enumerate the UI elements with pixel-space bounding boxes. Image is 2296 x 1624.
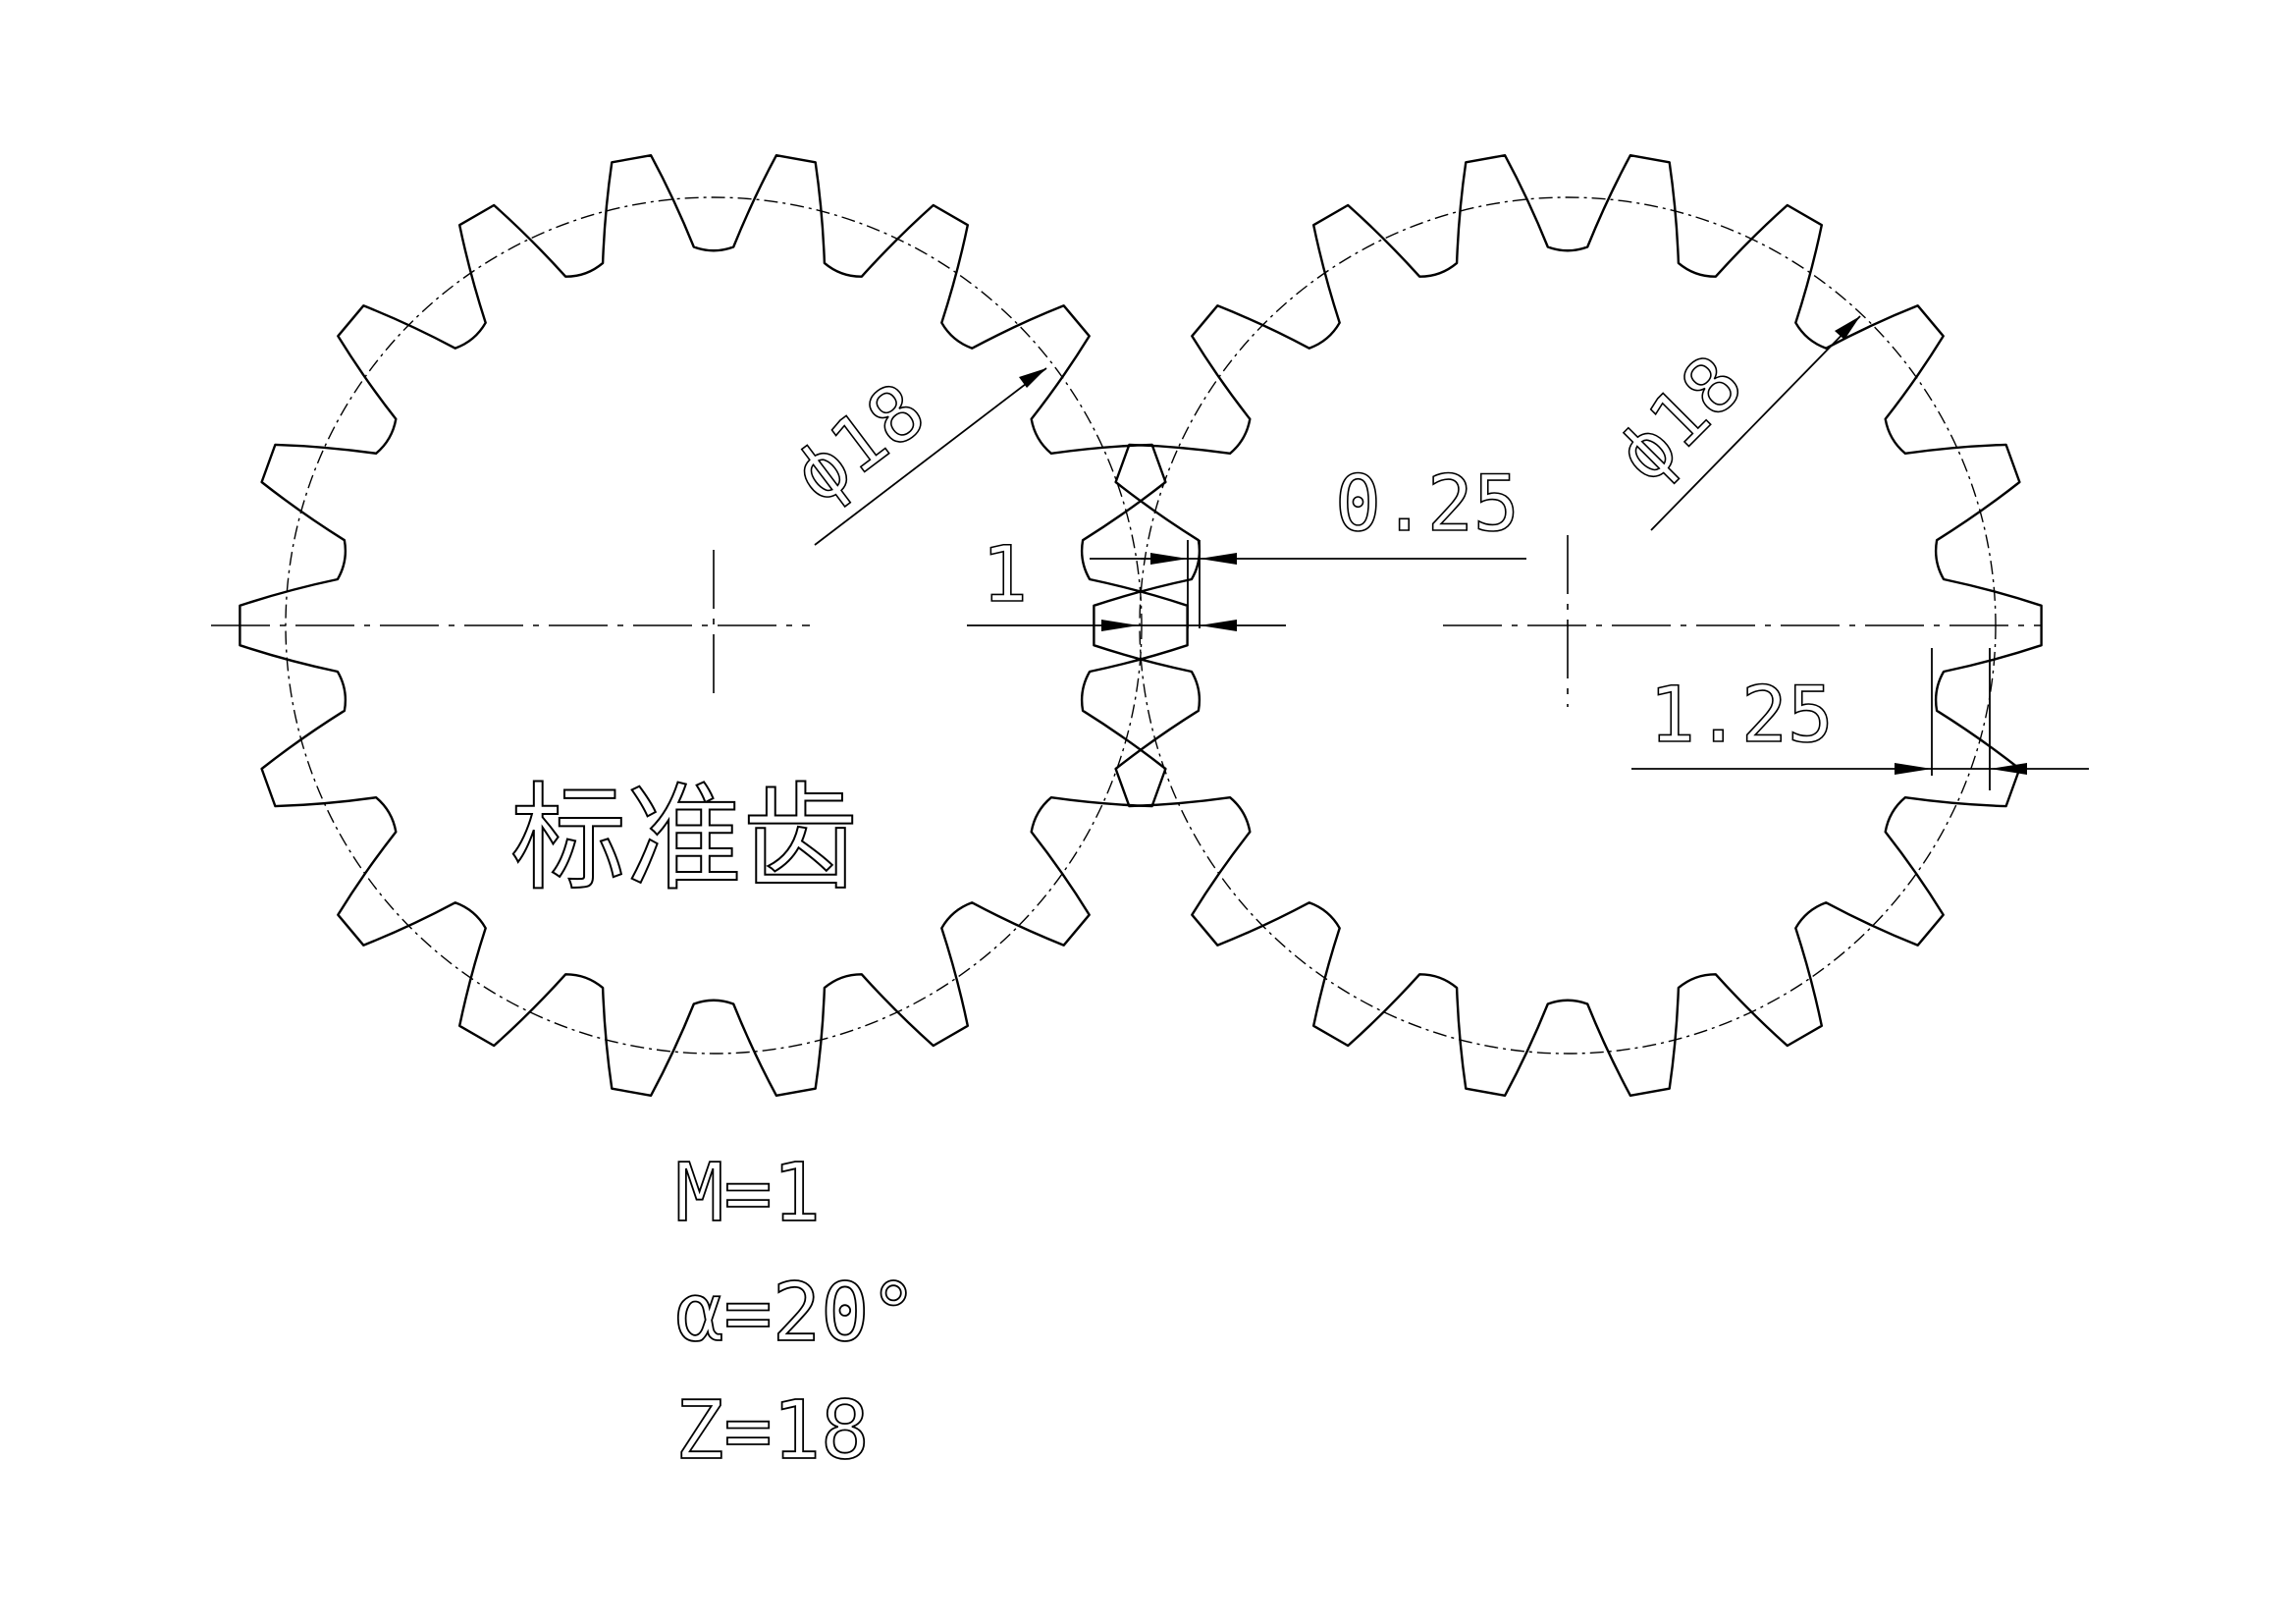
module-depth-label: 1 [982, 531, 1028, 620]
tooth-depth-dimension: 1.25 [1631, 648, 2089, 790]
right-diameter-leader [1650, 315, 1861, 531]
module-parameter: M=1 [675, 1147, 821, 1240]
tooth-depth-arrow-right [1990, 763, 2027, 775]
right-diameter-label: ϕ18 [1600, 339, 1760, 499]
gear-parameters: M=1 α=20° Z=18 [674, 1146, 919, 1479]
tooth-depth-label: 1.25 [1649, 672, 1834, 760]
left-diameter-dimension: ϕ18 [776, 366, 1047, 546]
teeth-count-parameter: Z=18 [675, 1384, 869, 1478]
left-diameter-label: ϕ18 [777, 367, 941, 521]
module-depth-dimension: 1 [967, 530, 1286, 631]
module-depth-arrow-right [1200, 620, 1237, 631]
module-depth-arrow-left [1101, 620, 1139, 631]
left-diameter-arrowhead [1019, 368, 1046, 388]
left-diameter-leader [814, 367, 1047, 546]
offset-arrow-right [1200, 553, 1237, 565]
offset-label: 0.25 [1335, 460, 1520, 549]
right-gear-outline [1093, 154, 2043, 1097]
tooth-depth-arrow-left [1895, 763, 1932, 775]
pressure-angle-parameter: α=20° [675, 1267, 918, 1360]
right-diameter-arrowhead [1835, 316, 1860, 340]
right-diameter-dimension: ϕ18 [1599, 315, 1861, 531]
standard-gear-label: 标准齿 [510, 771, 858, 906]
